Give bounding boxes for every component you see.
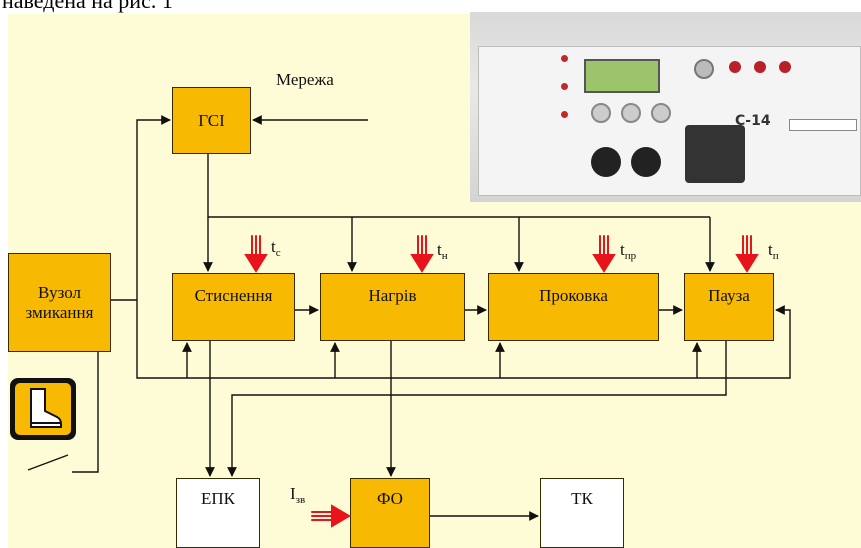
line-feedback-to-gsi (136, 115, 171, 300)
block-vuzol-label-2: змикання (25, 302, 94, 322)
caption-text: наведена на рис. 1 (2, 0, 173, 13)
device-button (779, 61, 791, 73)
block-epk-label: ЕПК (201, 489, 235, 508)
block-prokovka: Проковка (488, 273, 659, 341)
label-izv-main: I (290, 484, 296, 503)
block-stysnennia-label: Стиснення (194, 286, 273, 305)
label-tp-main: t (768, 240, 773, 259)
block-gsi-label: ГСІ (198, 110, 225, 130)
device-led (561, 55, 568, 62)
block-tk-label: ТК (571, 489, 593, 508)
label-izv-sub: зв (295, 494, 306, 506)
label-tc: tс (271, 237, 281, 259)
block-pauza: Пауза (684, 273, 774, 341)
boot-icon (30, 388, 62, 428)
label-tn-sub: н (441, 250, 448, 262)
block-pauza-label: Пауза (708, 286, 750, 305)
red-arrow-tp-icon (735, 235, 759, 273)
red-arrow-tn-icon (410, 235, 434, 273)
device-model-label: С-14 (735, 113, 771, 129)
device-knob (651, 103, 671, 123)
red-arrow-tpr-icon (592, 235, 616, 273)
label-tc-sub: с (275, 247, 281, 259)
device-button (754, 61, 766, 73)
red-arrow-tc-icon (244, 235, 268, 273)
label-tp: tп (768, 240, 779, 262)
block-fo: ФО (350, 478, 430, 548)
block-vuzol-label-1: Вузол (38, 282, 81, 302)
device-led (561, 83, 568, 90)
red-arrow-izv-icon (311, 504, 351, 528)
block-fo-label: ФО (377, 489, 403, 508)
block-prokovka-label: Проковка (539, 286, 608, 305)
label-tc-main: t (271, 237, 276, 256)
device-label-plate (789, 119, 857, 131)
foot-pedal-icon (10, 378, 76, 440)
block-stysnennia: Стиснення (172, 273, 295, 341)
device-led (561, 111, 568, 118)
block-nahriv: Нагрів (320, 273, 465, 341)
block-vuzol-zmykannia: Вузол змикання (8, 253, 111, 352)
line-pedal-to-vuzol (72, 352, 99, 473)
label-tn-main: t (437, 240, 442, 259)
block-epk: ЕПК (176, 478, 260, 548)
label-tpr-main: t (620, 240, 625, 259)
label-tp-sub: п (772, 250, 779, 262)
device-knob (621, 103, 641, 123)
device-connector (591, 147, 621, 177)
line-pedal-switch (27, 454, 69, 471)
line-return-bus (136, 300, 791, 379)
device-button (729, 61, 741, 73)
label-izv: Iзв (290, 484, 305, 506)
boot-icon-background (15, 383, 71, 435)
block-gsi: ГСІ (172, 87, 251, 154)
red-arrows (244, 235, 759, 528)
device-connector (631, 147, 661, 177)
device-knob (591, 103, 611, 123)
device-display (584, 59, 660, 93)
device-button (694, 59, 714, 79)
block-tk: ТК (540, 478, 624, 548)
label-merezha: Мережа (276, 70, 334, 89)
label-tn: tн (437, 240, 448, 262)
label-tpr-sub: пр (624, 250, 637, 262)
block-nahriv-label: Нагрів (368, 286, 417, 305)
line-pauza-to-epk (227, 341, 727, 477)
label-tpr: tпр (620, 240, 636, 262)
device-socket (685, 125, 745, 183)
line-gsi-down (207, 154, 710, 218)
